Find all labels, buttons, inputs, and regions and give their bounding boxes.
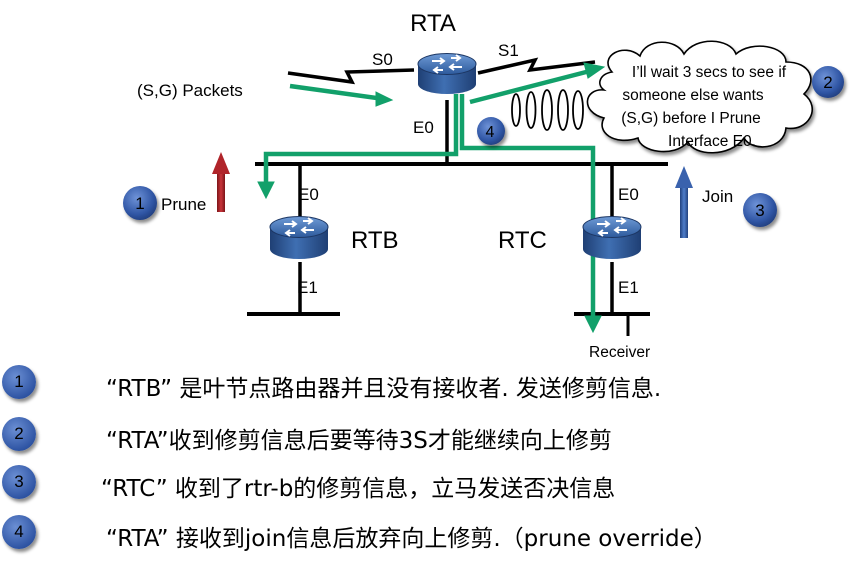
badge-1-label: 1 (135, 194, 144, 213)
rtb-e1-label: E1 (297, 278, 318, 297)
rtc-e0-label: E0 (618, 185, 639, 204)
prune-arrow-icon (212, 152, 230, 212)
note-4: 4 “RTA” 接收到join信息后放弃向上修剪.（prune override… (0, 515, 851, 561)
note-1-badge: 1 (2, 365, 36, 399)
badge-2 (812, 66, 844, 98)
pim-prune-override-diagram: I’ll wait 3 secs to see if someone else … (123, 10, 844, 361)
router-rtb-icon (269, 216, 329, 259)
bubble-line-3: (S,G) before I Prune (621, 110, 761, 127)
serial-link-s1 (477, 57, 596, 75)
rtb-label: RTB (351, 227, 399, 254)
packets-label: (S,G) Packets (137, 81, 243, 100)
router-rtc-icon (582, 216, 642, 259)
join-arrow-icon (675, 166, 693, 238)
note-2: 2 “RTA”收到修剪信息后要等待3S才能继续向上修剪 (0, 417, 851, 463)
badge-3 (743, 193, 777, 227)
join-label: Join (702, 187, 733, 206)
bubble-line-4: Interface E0. (668, 133, 756, 150)
router-rta-icon (417, 53, 477, 94)
rtc-e1-label: E1 (618, 278, 639, 297)
explanation-list: 1 “RTB” 是叶节点路由器并且没有接收者. 发送修剪信息. 2 “RTA”收… (0, 355, 851, 563)
s1-label: S1 (498, 41, 519, 60)
serial-link-s0 (287, 68, 415, 85)
note-1-text: “RTB” 是叶节点路由器并且没有接收者. 发送修剪信息. (106, 376, 662, 402)
rta-e0-label: E0 (413, 118, 434, 137)
rtb-e0-label: E0 (298, 185, 319, 204)
prune-label: Prune (161, 195, 206, 214)
receiver-label: Receiver (589, 344, 650, 361)
note-4-text: “RTA” 接收到join信息后放弃向上修剪.（prune override） (106, 526, 717, 552)
note-2-badge: 2 (2, 417, 36, 451)
note-4-badge: 4 (2, 515, 36, 549)
note-3-badge: 3 (2, 465, 36, 499)
thought-bubble (586, 40, 814, 154)
bubble-line-2: someone else wants (622, 87, 764, 104)
note-3-text: “RTC” 收到了rtr-b的修剪信息，立马发送否决信息 (101, 476, 616, 502)
note-1: 1 “RTB” 是叶节点路由器并且没有接收者. 发送修剪信息. (0, 365, 851, 411)
bubble-line-1: I’ll wait 3 secs to see if (632, 64, 787, 81)
note-3: 3 “RTC” 收到了rtr-b的修剪信息，立马发送否决信息 (0, 465, 851, 511)
rta-label: RTA (410, 10, 456, 37)
badge-2-label: 2 (823, 73, 832, 92)
rtc-label: RTC (498, 227, 547, 254)
note-2-text: “RTA”收到修剪信息后要等待3S才能继续向上修剪 (106, 428, 612, 454)
badge-3-label: 3 (755, 201, 764, 220)
badge-4 (477, 117, 505, 145)
wait-timer-waves (511, 89, 584, 131)
badge-4-label: 4 (486, 124, 495, 141)
s0-label: S0 (372, 50, 393, 69)
badge-1 (123, 186, 157, 220)
